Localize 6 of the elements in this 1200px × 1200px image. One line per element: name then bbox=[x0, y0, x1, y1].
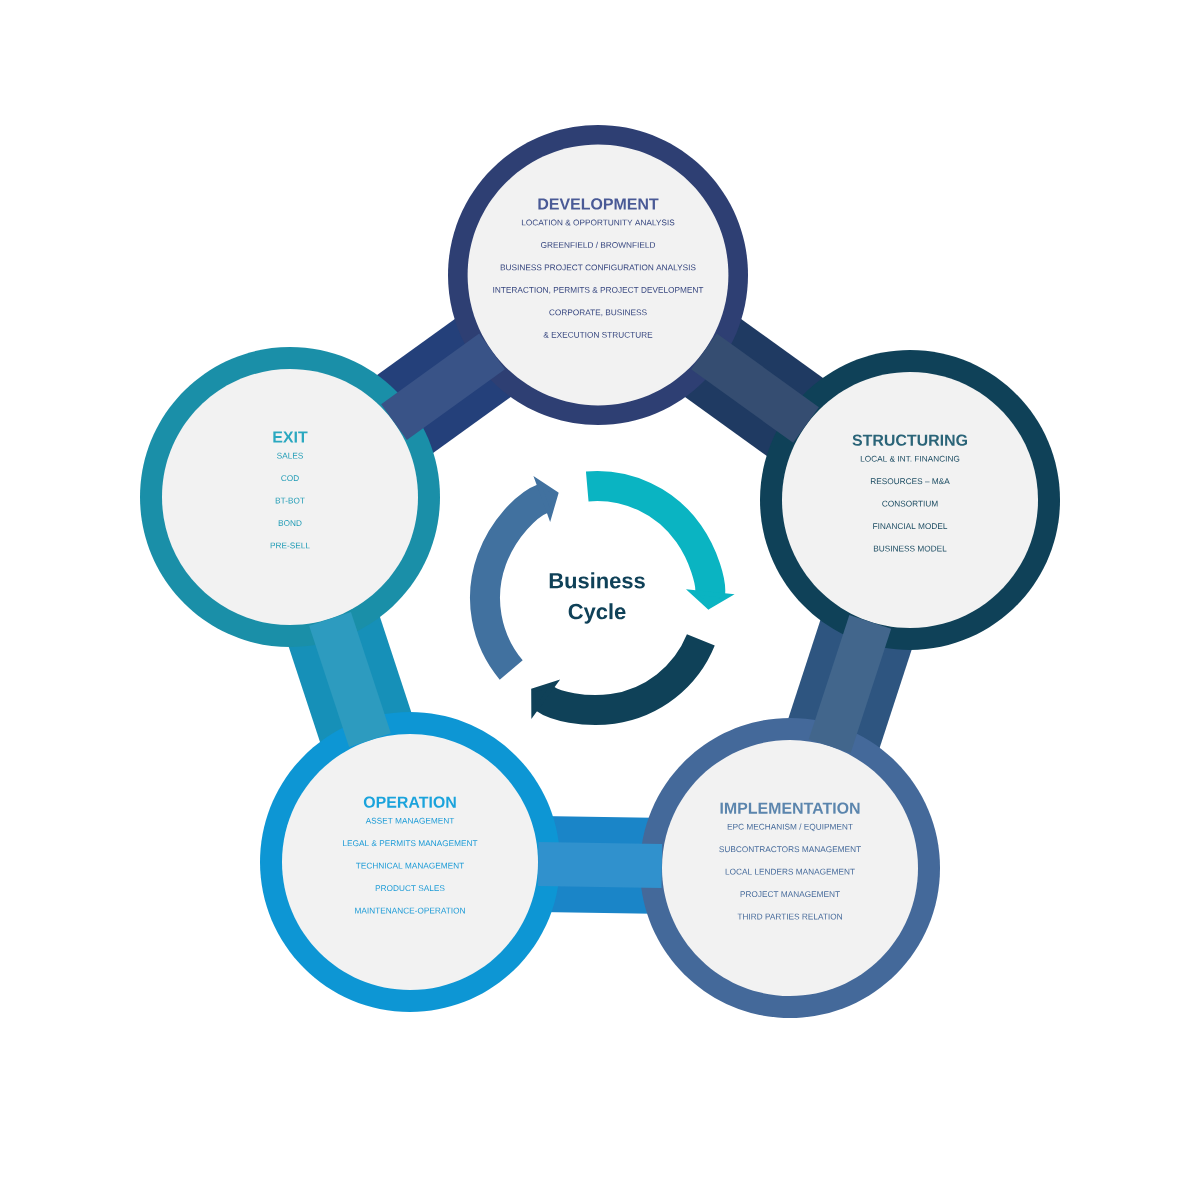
connector-band bbox=[537, 842, 663, 888]
cycle-label: Business Cycle bbox=[549, 572, 645, 624]
connector-band bbox=[309, 611, 391, 748]
connector-band bbox=[691, 333, 819, 443]
connector-band bbox=[808, 615, 892, 753]
connector-band bbox=[381, 333, 505, 440]
